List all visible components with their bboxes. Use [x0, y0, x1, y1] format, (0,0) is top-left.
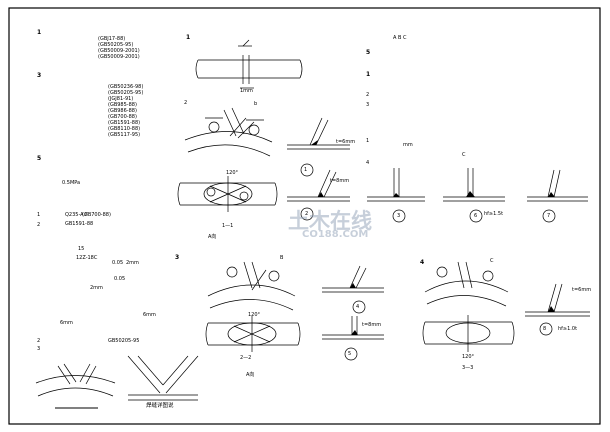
- label-2: 2: [184, 100, 188, 106]
- label-right-1b: 1: [366, 138, 370, 144]
- section-number-3: 3: [37, 72, 42, 79]
- detail-4: [322, 265, 384, 314]
- plan-pipe-c: [422, 315, 515, 352]
- standard-item: (GB50205-95): [108, 90, 144, 96]
- standard-item: (GB50236-98): [108, 84, 144, 90]
- label-t8b: t=8mm: [362, 322, 382, 328]
- label-hf2: hf≥1.0t: [558, 326, 578, 332]
- standard-item: (GB986-88): [108, 108, 137, 114]
- detail-number-3: 3: [397, 213, 401, 219]
- label-b: b: [254, 101, 258, 107]
- note-index-n3: 3: [37, 346, 41, 352]
- label-angle-a: 120°: [226, 170, 239, 176]
- detail-number-6: 6: [474, 213, 478, 219]
- note-005b: 0.05: [114, 276, 126, 282]
- detail-3: [367, 168, 425, 223]
- label-view-a2: A向: [246, 372, 255, 378]
- label-1: 1: [186, 34, 191, 41]
- label-angle-c: 120°: [462, 354, 475, 360]
- curved-pipe-c: [424, 261, 509, 307]
- note-6mm-b: 6mm: [60, 320, 73, 326]
- top-pipe-detail: [195, 39, 303, 89]
- bottom-v-joint: [127, 355, 199, 401]
- label-5: 5: [366, 49, 371, 56]
- note-index-n2: 2: [37, 338, 41, 344]
- label-c2: C: [490, 258, 494, 264]
- detail-number-5: 5: [348, 351, 352, 357]
- detail-1: [287, 117, 350, 177]
- note-2mm-b: 2mm: [90, 285, 103, 291]
- curved-pipe-a: [184, 107, 273, 157]
- label-4: 4: [420, 259, 425, 266]
- section-number-5: 5: [37, 155, 42, 162]
- standard-item: (GB1591-88): [108, 120, 141, 126]
- plan-pipe-a: [177, 176, 278, 212]
- note-grade: 0.5MPa: [62, 180, 81, 186]
- label-section11: 1—1: [222, 223, 234, 229]
- detail-number-7: 7: [547, 213, 551, 219]
- label-b2: B: [280, 255, 284, 261]
- sheet-border: [8, 7, 601, 425]
- standard-item: (GB5117-95): [108, 132, 141, 138]
- standard-item: (JGJ81-91): [108, 96, 134, 102]
- detail-5: [322, 316, 384, 361]
- welding-standards-list: (GB50236-98) (GB50205-95) (JGJ81-91) (GB…: [108, 84, 143, 138]
- note-gb50205: GB50205-95: [108, 338, 140, 344]
- standard-item: (GB50009-2001): [98, 54, 140, 60]
- note-q235-std2: GB1591-88: [65, 221, 94, 227]
- note-index-1: 1: [37, 212, 41, 218]
- label-3: 3: [175, 254, 180, 261]
- note-2mm: 2mm: [126, 260, 139, 266]
- label-section22: 2—2: [240, 355, 252, 361]
- label-hf: hf≥1.5t: [484, 211, 504, 217]
- note-6mm: 6mm: [143, 312, 156, 318]
- standard-item: (GB985-88): [108, 102, 137, 108]
- label-right-3: 3: [366, 102, 370, 108]
- note-12: 12Z-18C: [76, 255, 98, 261]
- label-t6: t=6mm: [336, 139, 356, 145]
- standard-item: (GB50009-2001): [98, 48, 140, 54]
- label-1mm: 1mm: [240, 88, 253, 94]
- label-c: C: [462, 152, 466, 158]
- label-right-2: 2: [366, 92, 370, 98]
- standard-item: (GBJ17-88): [98, 36, 126, 42]
- label-abc: A B C: [393, 35, 407, 41]
- plan-pipe-b: [205, 316, 301, 352]
- note-q235: Q235-A.F: [65, 212, 88, 218]
- note-index-2: 2: [37, 222, 41, 228]
- label-right-1: 1: [366, 71, 371, 78]
- note-q235-std: (GB700-88): [82, 212, 111, 218]
- detail-8: [525, 283, 590, 336]
- label-section33: 3—3: [462, 365, 474, 371]
- standards-list: (GBJ17-88) (GB50205-95) (GB50009-2001) (…: [98, 36, 140, 60]
- bottom-left-joint: [35, 363, 116, 397]
- standard-item: (GB700-88): [108, 114, 137, 120]
- standard-item: (GB8110-88): [108, 126, 141, 132]
- detail-number-2: 2: [305, 211, 309, 217]
- caption-weld-note: 焊缝详图说: [146, 403, 174, 409]
- standard-item: (GB50205-95): [98, 42, 134, 48]
- section-number-1: 1: [37, 29, 42, 36]
- detail-7: [527, 169, 588, 223]
- curved-pipe-b: [207, 261, 296, 311]
- note-005: 0.05: [112, 260, 124, 266]
- label-t6b: t=6mm: [572, 287, 592, 293]
- watermark-url: CO188.COM: [302, 229, 369, 240]
- detail-number-8: 8: [543, 326, 547, 332]
- note-15: 15: [78, 246, 85, 252]
- label-angle-b: 120°: [248, 312, 261, 318]
- detail-number-4: 4: [356, 304, 360, 310]
- detail-number-1: 1: [304, 167, 308, 173]
- label-right-4: 4: [366, 160, 370, 166]
- label-t8: t=8mm: [330, 178, 350, 184]
- label-view-a: A向: [208, 234, 217, 240]
- label-mm: mm: [403, 142, 413, 148]
- watermark-text: 土木在线: [288, 209, 372, 233]
